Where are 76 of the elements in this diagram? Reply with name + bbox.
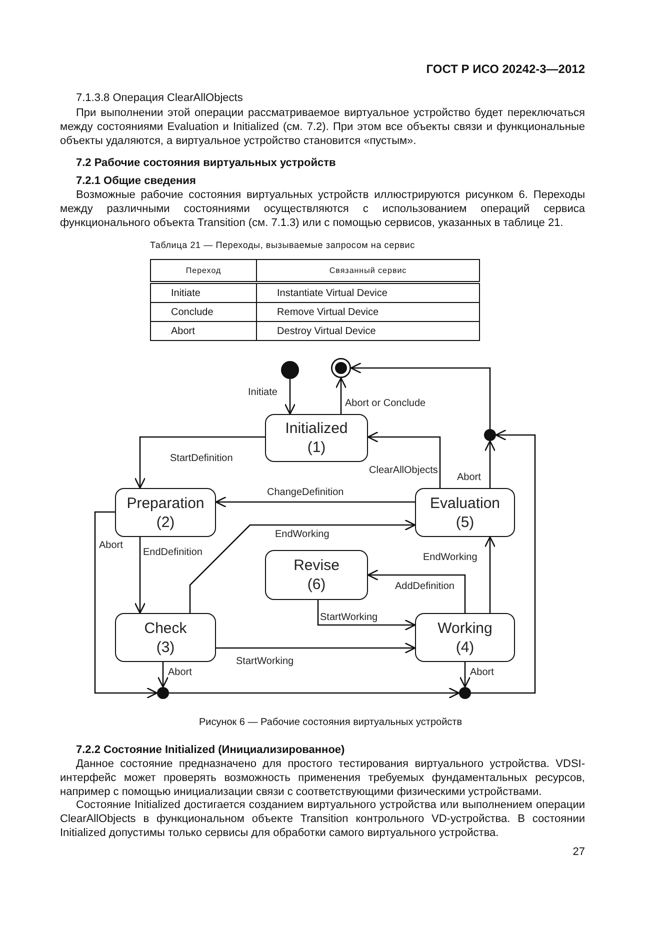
edge-label: EndDefinition <box>143 547 202 558</box>
edge-label: StartWorking <box>320 612 378 623</box>
edge-label: Initiate <box>248 387 278 398</box>
table-header-cell: Связанный сервис <box>256 260 480 282</box>
state-box <box>415 488 515 537</box>
edge-label: StartWorking <box>236 656 294 667</box>
state-number: (2) <box>156 512 175 532</box>
edge-label: Abort <box>99 540 123 551</box>
table-cell: Remove Virtual Device <box>256 302 480 322</box>
transition-arrow <box>367 431 441 488</box>
transition-arrow <box>134 436 265 489</box>
state-box <box>415 613 515 662</box>
transition-arrow <box>459 662 471 688</box>
junction-dot <box>157 687 169 699</box>
state-name: Check <box>144 618 187 638</box>
state-number: (4) <box>456 638 474 656</box>
paragraph: Возможные рабочие состояния виртуальных устройств иллюстрируются рисунком 6. Переходы между различными состояниями осуществляются с использованием операций сервиса функционального объекта Transition (см. 7.1.3) или с помощью сервисов, указанных в таблице 21. <box>60 188 585 230</box>
table-cell: Conclude <box>150 302 257 322</box>
edge-label: ChangeDefinition <box>267 487 344 498</box>
transition-arrow <box>189 519 416 613</box>
edge-label: EndWorking <box>275 529 330 540</box>
transition-arrow <box>484 440 496 488</box>
edge-label: Abort <box>168 667 192 678</box>
paragraph: Состояние Initialized достигается созданием виртуального устройства или выполнением операции ClearAllObjects в функциональном объекте Transition контрольного VD-устройства. В состоянии Initialized допустимы только сервисы для обработки самого виртуального устройства. <box>60 798 585 840</box>
edge-label: Abort <box>470 667 494 678</box>
state-box <box>265 414 368 462</box>
state-box <box>115 488 216 537</box>
page-header: ГОСТ Р ИСО 20242-3—2012 <box>426 62 585 76</box>
figure-caption: Рисунок 6 — Рабочие состояния виртуальных устройств <box>198 716 464 730</box>
subsection-heading: 7.2.1 Общие сведения <box>76 174 196 188</box>
edge-label: AddDefinition <box>395 581 454 592</box>
state-number: (6) <box>307 575 326 594</box>
transition-arrow <box>215 496 415 508</box>
state-name: Evaluation <box>430 494 500 512</box>
transition-arrow <box>157 662 169 688</box>
edge-label: ClearAllObjects <box>369 465 438 476</box>
transition-arrow <box>335 377 347 414</box>
transition-arrow <box>94 511 158 699</box>
clause-heading: 7.1.3.8 Операция ClearAllObjects <box>76 91 243 105</box>
edge-label: EndWorking <box>423 552 478 563</box>
state-name: Working <box>438 618 492 638</box>
final-state-symbol <box>331 358 351 378</box>
state-box <box>265 550 368 600</box>
edge-label: Abort <box>457 472 481 483</box>
initial-state-dot <box>281 361 299 379</box>
page-number: 27 <box>572 845 585 859</box>
transition-arrow <box>216 642 416 654</box>
subsection-heading: 7.2.2 Состояние Initialized (Инициализированное) <box>76 743 345 757</box>
junction-dot <box>484 429 496 441</box>
table-cell: Destroy Virtual Device <box>256 322 480 340</box>
table-cell: Abort <box>150 322 257 340</box>
state-number: (5) <box>456 512 474 532</box>
transition-arrow <box>484 536 496 613</box>
paragraph: При выполнении этой операции рассматриваемое виртуальное устройство будет переключаться между состояниями Evaluation и Initialized (см. 7.2). При этом все объекты связи и функциональные объекты удаляются, а виртуальное устройство становится «пустым». <box>60 106 585 148</box>
transition-arrow <box>367 569 466 613</box>
state-number: (1) <box>307 438 326 457</box>
state-name: Initialized <box>285 419 348 438</box>
edge-label: StartDefinition <box>170 453 233 464</box>
table-cell: Instantiate Virtual Device <box>256 282 480 302</box>
transition-arrow <box>169 687 460 699</box>
state-name: Preparation <box>126 494 204 512</box>
transition-arrow <box>471 429 536 694</box>
transition-arrow <box>317 600 416 631</box>
state-name: Revise <box>294 556 340 575</box>
state-box <box>115 613 216 662</box>
state-number: (3) <box>156 638 175 656</box>
transition-arrow <box>350 362 491 429</box>
section-heading: 7.2 Рабочие состояния виртуальных устройств <box>76 156 336 170</box>
table-header-cell: Переход <box>150 260 257 282</box>
junction-dot <box>459 687 471 699</box>
transition-arrow <box>284 379 296 415</box>
table-cell: Initiate <box>150 282 257 302</box>
transition-arrow <box>134 537 146 614</box>
paragraph: Данное состояние предназначено для простого тестирования виртуального устройства. VDSI-интерфейс может проверять возможность применения требуемых фундаментальных ресурсов, например с помощью инициализации связи с соответствующими физическими устройствами. <box>60 757 585 799</box>
table-title: Таблица 21 — Переходы, вызываемые запросом на сервис <box>150 239 415 252</box>
edge-label: Abort or Conclude <box>345 398 426 409</box>
